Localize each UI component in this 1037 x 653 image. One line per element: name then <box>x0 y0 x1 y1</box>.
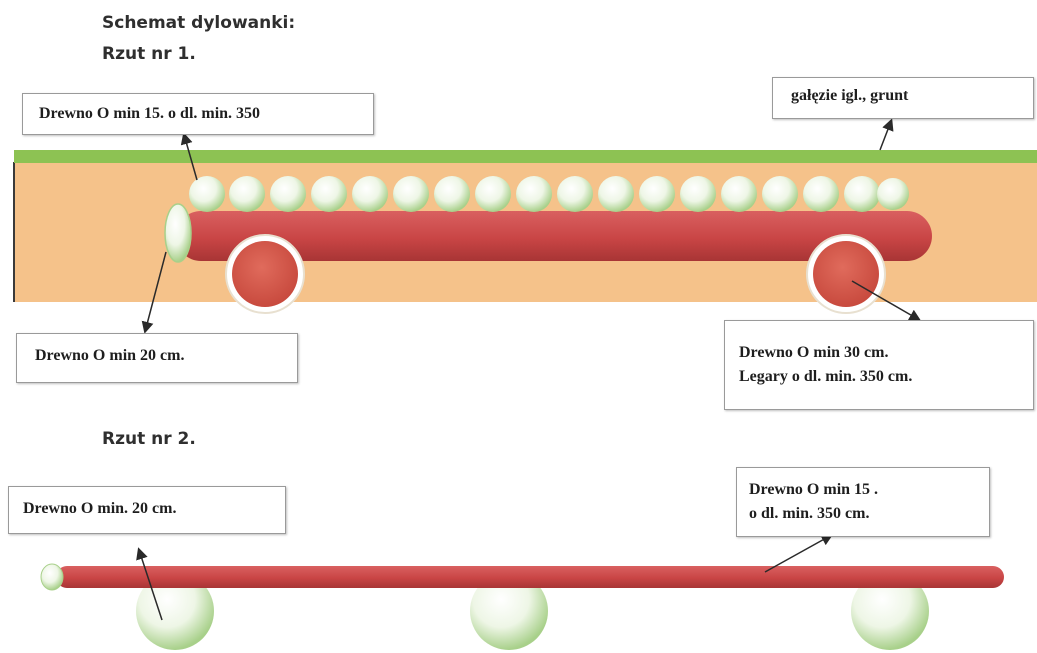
label-end-log-text: Drewno O min 20 cm. <box>35 347 185 364</box>
arrow-top-log <box>180 132 198 181</box>
diagram-title: Schemat dylowanki: <box>102 13 296 33</box>
label-r2-top-log-line-2: o dl. min. 350 cm. <box>749 505 870 522</box>
label-ground-text: gałęzie igl., grunt <box>791 87 909 104</box>
support-ball-middle <box>470 572 548 650</box>
legar-right <box>806 234 886 314</box>
legar-left <box>225 234 305 314</box>
support-ball-right <box>851 572 929 650</box>
log-end-left <box>164 203 192 263</box>
small-logs-row <box>189 176 909 212</box>
label-r2-top-log: Drewno O min 15 . o dl. min. 350 cm. <box>736 467 990 537</box>
section-heading-rzut-1: Rzut nr 1. <box>102 44 196 64</box>
red-log-rzut-2 <box>56 566 1004 588</box>
arrow-end-log <box>141 251 167 334</box>
arrow-ground <box>879 118 894 151</box>
label-legary-line-2: Legary o dl. min. 350 cm. <box>739 368 913 385</box>
label-r2-top-log-line-1: Drewno O min 15 . <box>749 481 879 498</box>
arrow-r2-end-log <box>136 547 163 621</box>
label-r2-end-log-text: Drewno O min. 20 cm. <box>23 500 177 517</box>
label-r2-end-log: Drewno O min. 20 cm. <box>8 486 286 534</box>
label-legary: Drewno O min 30 cm. Legary o dl. min. 35… <box>724 320 1034 410</box>
arrow-r2-top-log <box>764 534 834 573</box>
support-ball-left <box>136 572 214 650</box>
red-log-long <box>176 211 932 261</box>
log-end-rzut-2 <box>40 563 64 591</box>
section-heading-rzut-2: Rzut nr 2. <box>102 429 196 449</box>
arrow-legary <box>851 280 922 322</box>
label-ground: gałęzie igl., grunt <box>772 77 1034 119</box>
label-end-log: Drewno O min 20 cm. <box>16 333 298 383</box>
label-top-logs: Drewno O min 15. o dl. min. 350 <box>22 93 374 135</box>
label-top-logs-text: Drewno O min 15. o dl. min. 350 <box>39 105 261 122</box>
label-legary-line-1: Drewno O min 30 cm. <box>739 344 889 361</box>
grass-layer <box>14 150 1037 163</box>
